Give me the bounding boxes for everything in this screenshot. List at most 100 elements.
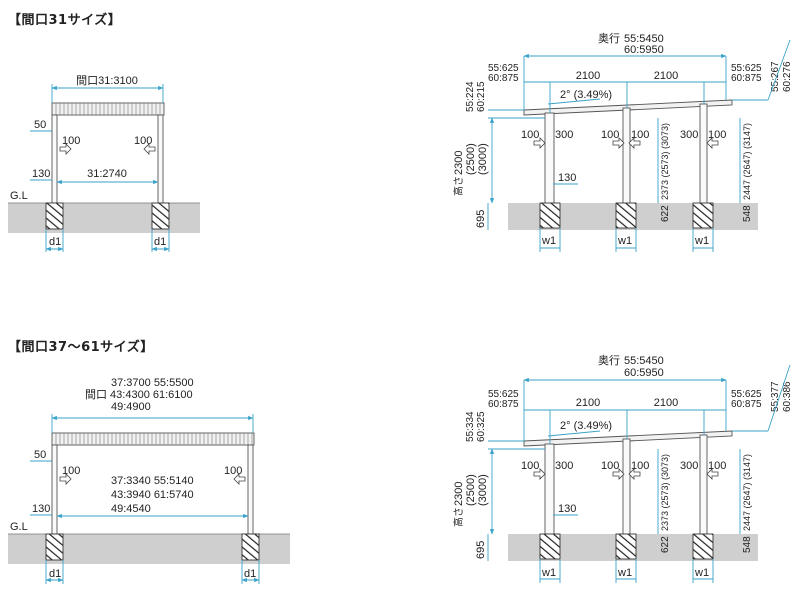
arrow-right-label: 100 <box>224 465 242 477</box>
h50-label: 50 <box>34 119 46 131</box>
footing-right <box>241 533 260 561</box>
arrow-right-icon <box>59 143 72 155</box>
overhang-right-60: 60:875 <box>731 399 762 410</box>
post-right <box>247 444 254 535</box>
post-label-1: 100 <box>521 460 539 472</box>
w1-2: w1 <box>617 567 632 579</box>
post-right <box>157 114 164 204</box>
height-word: 高さ <box>452 507 465 527</box>
footing-3 <box>692 533 714 560</box>
post-label-4: 100 <box>631 460 649 472</box>
ground-band <box>8 203 200 233</box>
span-1: 2100 <box>576 70 600 82</box>
right-rise-60: 60:386 <box>782 381 793 412</box>
depth-60: 60:5950 <box>624 367 664 379</box>
footing-right <box>151 202 170 230</box>
foot-622: 622 <box>660 205 671 222</box>
w1-1: w1 <box>541 235 556 247</box>
depth-word: 奥行 <box>598 31 620 45</box>
d1-right-label: d1 <box>244 568 256 580</box>
span-1: 2100 <box>576 397 600 409</box>
post-2 <box>622 107 631 206</box>
mid-height: 2373 (2573) (3073) <box>660 454 670 531</box>
post-label-2: 300 <box>555 129 573 141</box>
foot-695: 695 <box>475 541 487 559</box>
footing-2 <box>615 533 637 560</box>
post-label-6: 100 <box>708 460 726 472</box>
arrow-icon <box>628 137 641 149</box>
arrow-left-label: 100 <box>62 135 80 147</box>
roof-beam <box>523 430 733 447</box>
front-view-37-61: G.L 37:3700 55:5500 間口 43:4300 61:6100 4… <box>8 377 290 584</box>
h130-label: 130 <box>32 503 50 515</box>
height-2300: 2300 <box>453 151 465 175</box>
height-2500: (2500) <box>465 143 477 175</box>
roof-ribs <box>55 433 253 445</box>
post-left <box>51 444 58 535</box>
h130-side: 130 <box>558 503 576 515</box>
post-label-4: 100 <box>631 129 649 141</box>
w1-2: w1 <box>617 235 632 247</box>
arrow-right-icon <box>59 473 72 485</box>
mid-height: 2373 (2573) (3073) <box>660 123 670 200</box>
w1-3: w1 <box>694 567 709 579</box>
overhang-left-55: 55:625 <box>488 389 519 400</box>
post-label-5: 300 <box>680 460 698 472</box>
foot-695: 695 <box>475 210 487 228</box>
depth-55: 55:5450 <box>624 355 664 367</box>
overhang-left-60: 60:875 <box>488 73 519 84</box>
foot-548: 548 <box>742 536 753 553</box>
right-height: 2447 (2647) (3147) <box>742 123 752 200</box>
roof-beam <box>523 99 733 116</box>
post-label-5: 300 <box>680 129 698 141</box>
foot-622: 622 <box>660 536 671 553</box>
arrow-icon <box>612 468 625 480</box>
right-height: 2447 (2647) (3147) <box>742 454 752 531</box>
w1-1: w1 <box>541 567 556 579</box>
footing-3 <box>692 202 714 229</box>
depth-word: 奥行 <box>598 353 620 367</box>
side-view-37-61: 奥行 55:5450 60:5950 55:625 60:875 2100 21… <box>452 353 793 583</box>
arrow-left-icon <box>143 143 156 155</box>
width-line-2: 間口 43:4300 61:6100 <box>85 388 193 401</box>
left-rise-60: 60:215 <box>476 81 487 112</box>
inner-line-3: 49:4540 <box>111 503 151 515</box>
post-2 <box>622 438 631 537</box>
height-3000: (3000) <box>477 474 489 506</box>
height-2500: (2500) <box>465 474 477 506</box>
post-label-3: 100 <box>601 129 619 141</box>
post-3 <box>699 434 708 537</box>
height-2300: 2300 <box>453 482 465 506</box>
left-rise-60: 60:325 <box>476 411 487 442</box>
foot-548: 548 <box>742 205 753 222</box>
side-view-31: 奥行 55:5450 60:5950 55:625 60:875 2100 21… <box>452 31 793 252</box>
slope-label: 2° (3.49%) <box>560 89 612 101</box>
roof-panel <box>51 432 255 446</box>
post-label-6: 100 <box>708 129 726 141</box>
footing-2 <box>615 202 637 229</box>
footing-1 <box>539 202 561 229</box>
post-3 <box>699 103 708 206</box>
arrow-icon <box>533 137 546 149</box>
arrow-icon <box>533 468 546 480</box>
arrow-left-label: 100 <box>62 465 80 477</box>
width-label: 間口31:3100 <box>76 74 138 87</box>
width-line-1: 37:3700 55:5500 <box>111 377 194 389</box>
post-label-2: 300 <box>555 460 573 472</box>
post-1 <box>544 443 555 537</box>
overhang-right-55: 55:625 <box>731 389 762 400</box>
d1-left-label: d1 <box>49 236 61 248</box>
arrow-icon <box>612 137 625 149</box>
section-title-31: 【間口31サイズ】 <box>8 13 122 28</box>
inner-line-2: 43:3940 61:5740 <box>111 489 194 501</box>
post-1 <box>544 112 555 206</box>
post-label-3: 100 <box>601 460 619 472</box>
overhang-right-55: 55:625 <box>731 63 762 74</box>
left-rise-55: 55:224 <box>465 81 476 112</box>
height-word: 高さ <box>452 176 465 196</box>
overhang-left-55: 55:625 <box>488 63 519 74</box>
footing-left <box>45 533 64 561</box>
d1-right-label: d1 <box>154 236 166 248</box>
h130-side: 130 <box>558 172 576 184</box>
